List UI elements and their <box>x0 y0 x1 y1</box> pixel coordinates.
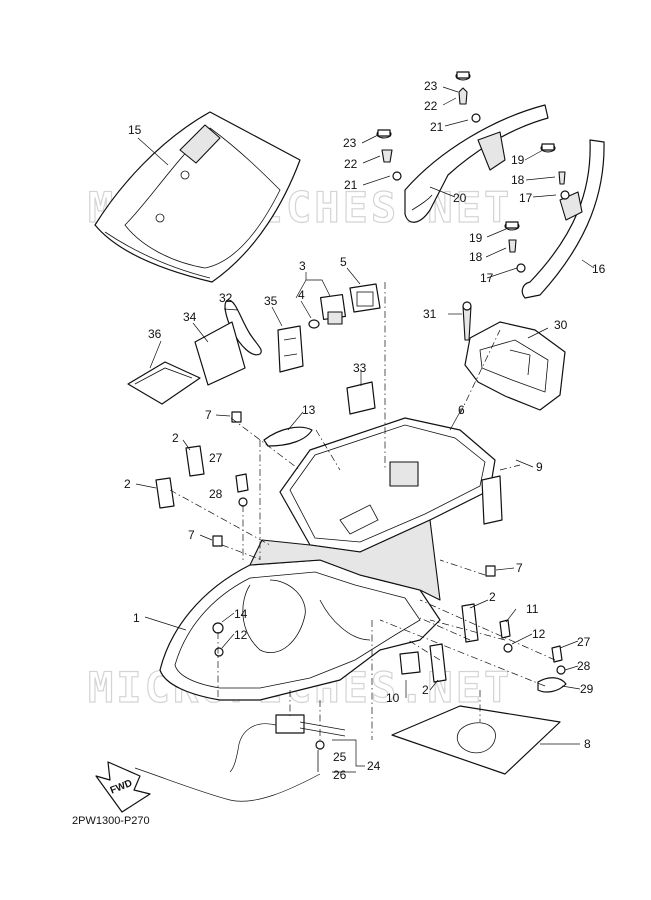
callout-23-left: 23 <box>343 136 357 150</box>
callout-27-left: 27 <box>209 451 223 465</box>
callout-24: 24 <box>367 759 381 773</box>
callout-11: 11 <box>526 602 539 616</box>
callout-2-right: 2 <box>489 590 496 604</box>
callout-22-left: 22 <box>344 157 358 171</box>
callout-14: 14 <box>234 607 248 621</box>
callout-19-lower: 19 <box>469 231 483 245</box>
callout-29: 29 <box>580 682 594 696</box>
callout-7-top: 7 <box>205 408 212 422</box>
callout-28-right: 28 <box>577 659 591 673</box>
callout-27-right: 27 <box>577 635 591 649</box>
callout-3: 3 <box>299 259 306 273</box>
callout-4: 4 <box>298 288 305 302</box>
leader-lines <box>135 86 595 773</box>
callout-33: 33 <box>353 361 367 375</box>
small-parts-group <box>127 283 381 415</box>
callout-21-left: 21 <box>344 178 358 192</box>
callout-2-bottom: 2 <box>422 683 429 697</box>
callout-30: 30 <box>554 318 568 332</box>
clips-group <box>155 411 496 683</box>
callout-2-top: 2 <box>172 431 179 445</box>
callout-26: 26 <box>333 768 347 782</box>
callout-20: 20 <box>453 191 467 205</box>
callout-18-top: 18 <box>511 173 525 187</box>
callout-18-lower: 18 <box>469 250 483 264</box>
callout-12-left: 12 <box>234 628 248 642</box>
callout-6: 6 <box>458 403 465 417</box>
callout-22-top: 22 <box>424 99 438 113</box>
callout-1: 1 <box>133 611 140 625</box>
callout-2-left: 2 <box>124 477 131 491</box>
callout-9: 9 <box>536 460 543 474</box>
callout-25: 25 <box>333 750 347 764</box>
callout-19-top: 19 <box>511 153 525 167</box>
callout-7-left: 7 <box>188 528 195 542</box>
part-30-tray <box>464 321 566 411</box>
callout-17-lower: 17 <box>480 271 494 285</box>
callout-34: 34 <box>183 310 197 324</box>
diagram-code: 2PW1300-P270 <box>72 815 150 827</box>
callout-23-top: 23 <box>424 79 438 93</box>
callout-28-left: 28 <box>209 487 223 501</box>
callout-8: 8 <box>584 737 591 751</box>
fwd-arrow: FWD <box>95 761 151 813</box>
callout-10: 10 <box>386 691 400 705</box>
part-24-latch-assembly <box>134 714 346 802</box>
callout-32: 32 <box>219 291 233 305</box>
callout-16: 16 <box>592 262 606 276</box>
callout-7-right: 7 <box>516 561 523 575</box>
callout-12-right: 12 <box>532 627 546 641</box>
part-20-grab-rail <box>404 104 549 223</box>
callout-35: 35 <box>264 294 278 308</box>
callout-labels: 15 23 22 21 23 22 21 20 19 18 17 19 18 1… <box>124 79 606 782</box>
callout-15: 15 <box>128 123 142 137</box>
callout-13: 13 <box>302 403 316 417</box>
callout-5: 5 <box>340 255 347 269</box>
part-15-seat-lid <box>94 111 301 283</box>
part-6-storage-box <box>279 417 503 553</box>
callout-36: 36 <box>148 327 162 341</box>
callout-31: 31 <box>423 307 437 321</box>
part-1-main-body <box>159 473 567 701</box>
part-8-mat <box>391 705 561 775</box>
callout-17-top: 17 <box>519 191 533 205</box>
callout-21-top: 21 <box>430 120 444 134</box>
fasteners-upper-right <box>376 71 570 341</box>
